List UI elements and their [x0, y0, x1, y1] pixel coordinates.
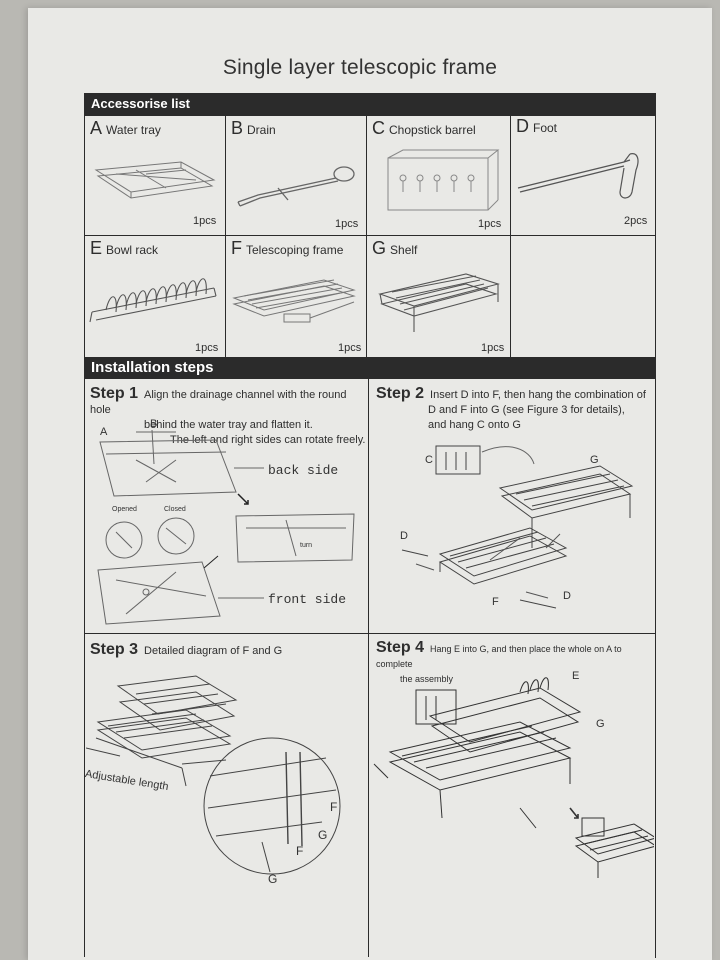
grid-line — [368, 379, 369, 957]
step2-diagram — [401, 445, 634, 609]
grid-line — [84, 115, 85, 358]
grid-line — [225, 115, 226, 358]
grid-line — [84, 115, 656, 116]
accessory-a-qty: 1pcs — [193, 215, 217, 227]
step3-label-g1: G — [318, 828, 328, 842]
step3-label-f2: F — [296, 844, 304, 858]
accessory-e-qty: 1pcs — [195, 342, 219, 354]
step1-back-side-label: back side — [268, 463, 339, 478]
drain-illustration — [237, 166, 355, 207]
step2-label-g: G — [590, 454, 599, 466]
step1-diagram — [97, 429, 355, 625]
step1-label-b: B — [150, 418, 158, 430]
grid-line — [84, 235, 656, 236]
step2-label-d1: D — [400, 530, 408, 542]
step2-label-f: F — [492, 596, 499, 608]
step3-diagram — [86, 675, 341, 875]
step4-diagram — [373, 677, 654, 878]
foot-illustration — [517, 153, 639, 199]
grid-line — [366, 115, 367, 358]
chopstick-barrel-illustration — [387, 149, 500, 211]
page-title: Single layer telescopic frame — [222, 56, 498, 79]
step1-turn-label: turn — [300, 542, 313, 549]
grid-line — [84, 633, 656, 634]
step2-label-d2: D — [563, 590, 571, 602]
accessory-c-qty: 1pcs — [478, 218, 502, 230]
telescoping-frame-illustration — [232, 279, 356, 323]
accessories-header: Accessorise list — [84, 93, 656, 115]
step3-label-f1: F — [330, 800, 338, 814]
grid-line — [510, 115, 511, 358]
accessory-b-qty: 1pcs — [335, 218, 359, 230]
grid-line — [84, 379, 85, 957]
step4-label-e: E — [572, 670, 580, 682]
installation-header: Installation steps — [84, 357, 656, 379]
step3-label-g2: G — [268, 872, 278, 886]
grid-line — [655, 93, 656, 958]
accessory-d-qty: 2pcs — [624, 215, 648, 227]
step1-opened-label: Opened — [112, 506, 137, 513]
step1-front-side-label: front side — [268, 592, 347, 607]
step4-label-g: G — [596, 718, 605, 730]
step1-label-a: A — [100, 426, 108, 438]
shelf-illustration — [378, 273, 500, 332]
bowl-rack-illustration — [89, 278, 217, 323]
accessory-f-qty: 1pcs — [338, 342, 362, 354]
accessory-g-qty: 1pcs — [481, 342, 505, 354]
step1-closed-label: Closed — [164, 506, 186, 513]
step2-label-c: C — [425, 454, 433, 466]
water-tray-illustration — [94, 161, 216, 199]
